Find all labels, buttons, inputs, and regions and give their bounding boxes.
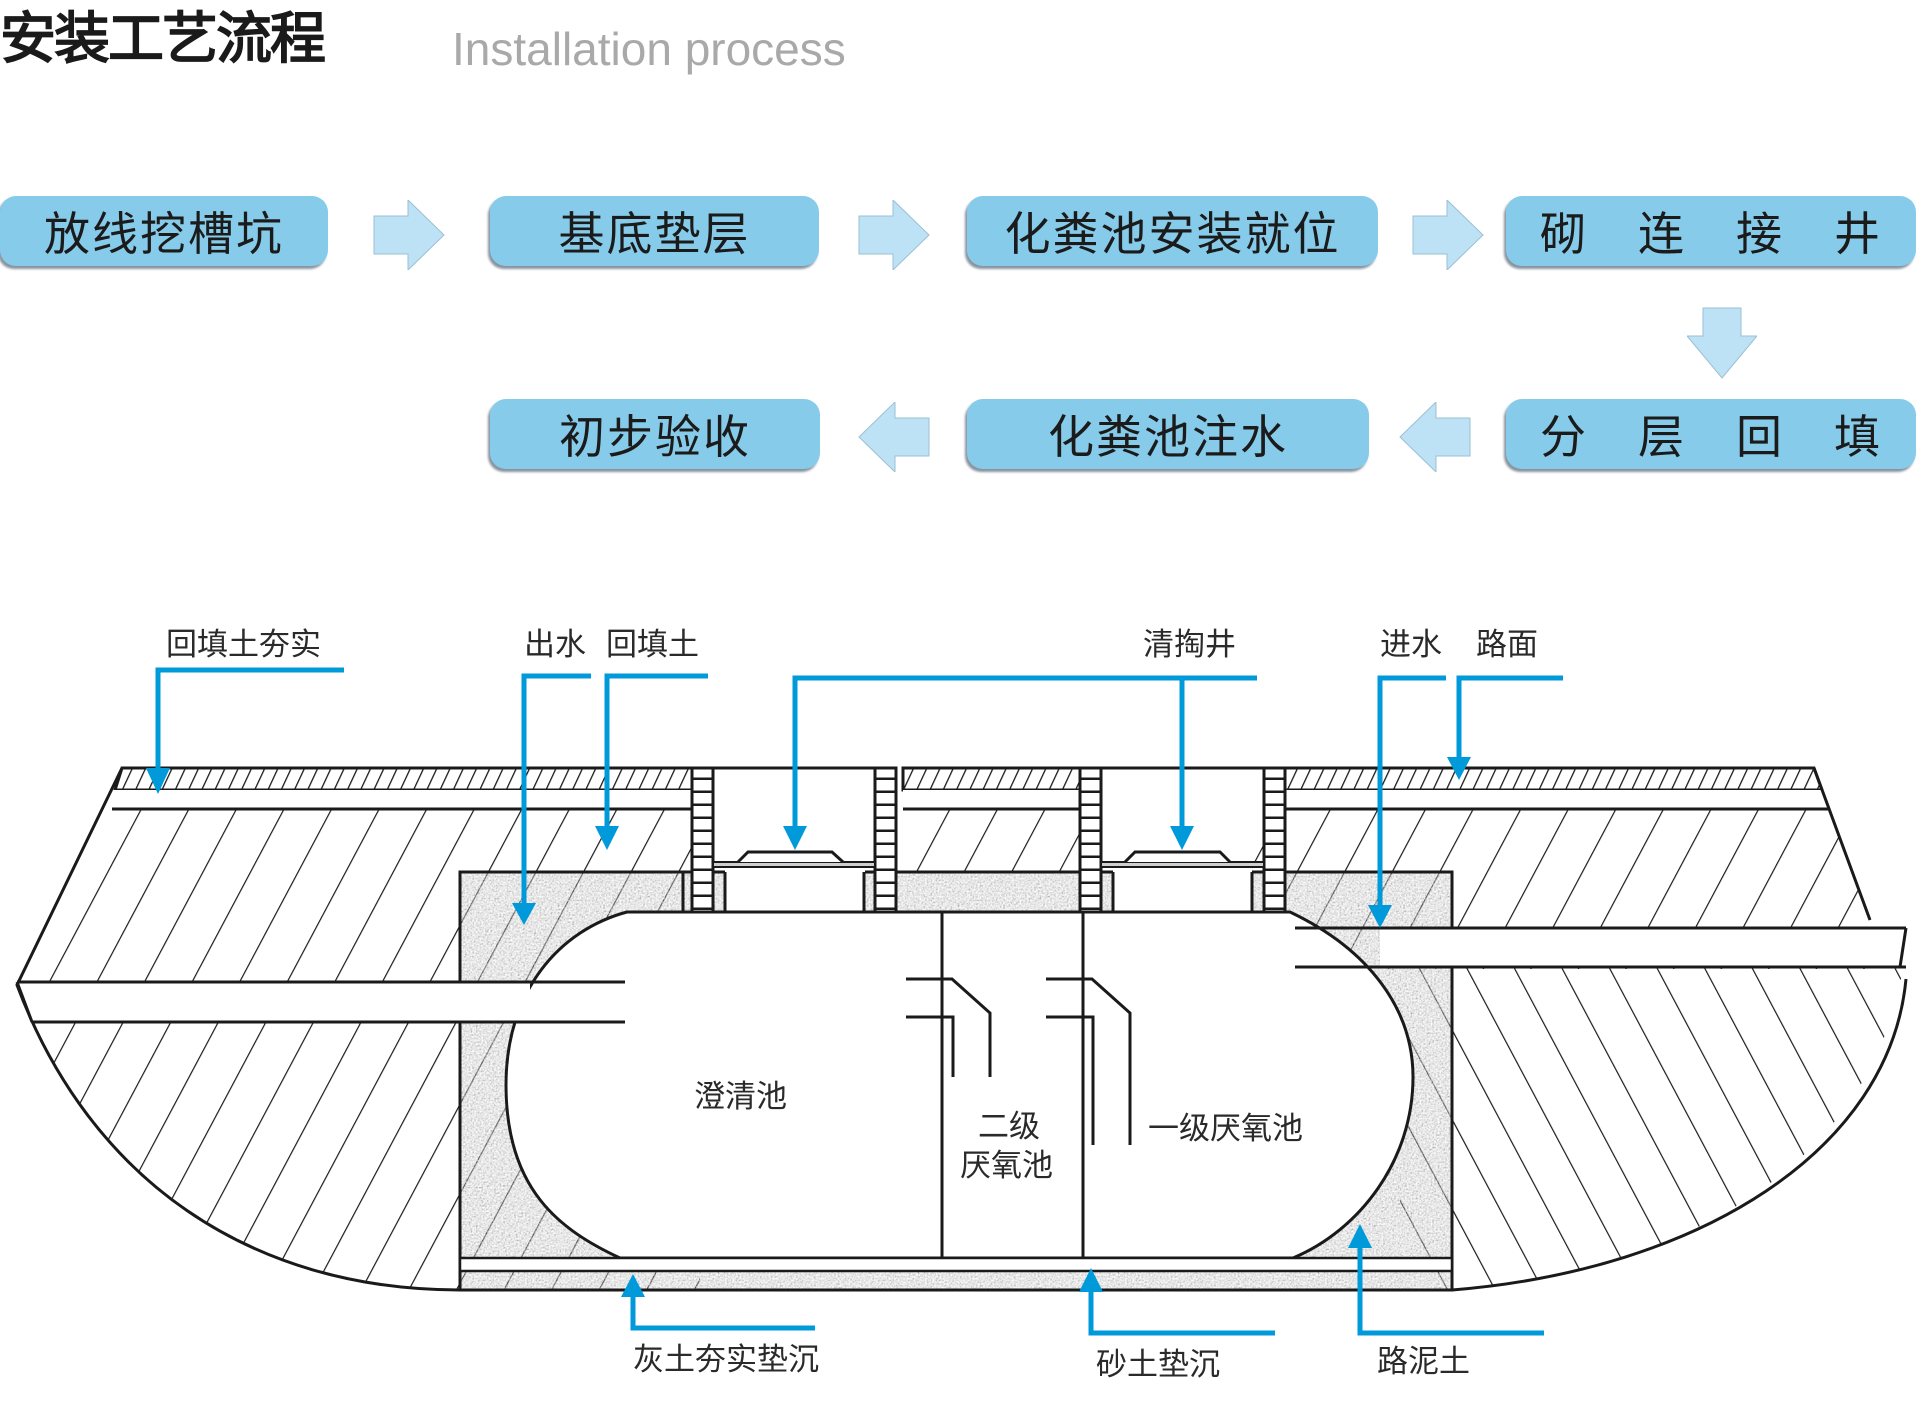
arrow-left-icon: [858, 402, 930, 472]
step-layered-backfill: 分 层 回 填: [1506, 399, 1916, 469]
sand-bedding-strip: [458, 1256, 1454, 1273]
cleanout-shaft-left: [681, 766, 905, 914]
step-label: 初步验收: [559, 410, 751, 464]
arrowhead-icon: [595, 826, 619, 850]
arrowhead-icon: [146, 768, 170, 794]
arrowhead-icon: [621, 1274, 645, 1297]
step-build-well: 砌 连 接 井: [1506, 196, 1916, 266]
manhole-cover-right: [1123, 850, 1232, 864]
step-initial-acceptance: 初步验收: [490, 399, 820, 469]
road-surface-layer: [112, 766, 1830, 811]
label-primary-anaerobic: 一级厌氧池: [1148, 1111, 1303, 1147]
step-label: 放线挖槽坑: [44, 207, 284, 261]
backfill-soil-middle: [903, 809, 1085, 873]
arrow-left-icon: [1399, 402, 1471, 472]
step-char: 接: [1736, 207, 1784, 261]
step-label: 化粪池注水: [1048, 410, 1288, 464]
excavation-outline: [15, 767, 1908, 1292]
arrowhead-icon: [512, 903, 536, 925]
label-clarifier: 澄清池: [694, 1079, 787, 1115]
step-char: 分: [1540, 410, 1588, 464]
label-cleanout-well: 清掏井: [1143, 627, 1236, 663]
page-subtitle: Installation process: [452, 23, 846, 75]
step-fill-water: 化粪池注水: [967, 399, 1369, 469]
label-road-mud: 路泥土: [1377, 1344, 1470, 1380]
inlet-pipe: [1295, 926, 1908, 969]
step-excavate: 放线挖槽坑: [0, 196, 328, 266]
label-lime-soil-base: 灰土夯实垫沉: [633, 1342, 819, 1378]
label-inlet: 进水: [1380, 627, 1442, 663]
step-label: 化粪池安装就位: [1004, 207, 1341, 261]
arrow-right-icon: [858, 200, 930, 270]
septic-tank-body: [504, 910, 1415, 1260]
step-char: 回: [1736, 410, 1784, 464]
callout-arrowheads-bottom: [621, 1224, 1372, 1297]
step-label: 基底垫层: [558, 207, 751, 261]
outlet-pipe: [15, 980, 625, 1024]
callout-arrowheads-top: [146, 757, 1471, 928]
cleanout-shaft-right: [1078, 766, 1287, 914]
arrowhead-icon: [1368, 905, 1392, 928]
label-outlet: 出水: [524, 627, 586, 663]
label-backfill-compacted: 回填土夯实: [166, 627, 321, 663]
arrowhead-icon: [1170, 826, 1194, 850]
arrowhead-icon: [1079, 1268, 1103, 1292]
step-char: 层: [1638, 410, 1686, 464]
callout-leaders-bottom: [630, 1240, 1544, 1336]
page-title: 安装工艺流程: [0, 7, 326, 72]
step-char: 连: [1638, 207, 1686, 261]
step-char: 砌: [1540, 207, 1588, 261]
arrowhead-icon: [783, 826, 807, 850]
tank-partitions: [906, 912, 1132, 1258]
arrowhead-icon: [1447, 757, 1471, 780]
step-char: 井: [1834, 207, 1882, 261]
arrow-right-icon: [1412, 200, 1484, 270]
label-sand-base: 砂土垫沉: [1096, 1347, 1220, 1383]
label-secondary-anaerobic-1: 二级: [978, 1109, 1040, 1145]
arrow-down-icon: [1687, 307, 1757, 379]
step-char: 填: [1834, 410, 1882, 464]
arrow-right-icon: [373, 200, 445, 270]
arrowhead-icon: [1348, 1224, 1372, 1248]
callout-leaders-top: [155, 667, 1563, 915]
step-base-layer: 基底垫层: [490, 196, 819, 266]
label-backfill: 回填土: [606, 627, 699, 663]
label-road-surface: 路面: [1476, 627, 1538, 663]
label-secondary-anaerobic-2: 厌氧池: [960, 1148, 1053, 1184]
manhole-cover-left: [736, 850, 845, 864]
step-install-tank: 化粪池安装就位: [967, 196, 1378, 266]
